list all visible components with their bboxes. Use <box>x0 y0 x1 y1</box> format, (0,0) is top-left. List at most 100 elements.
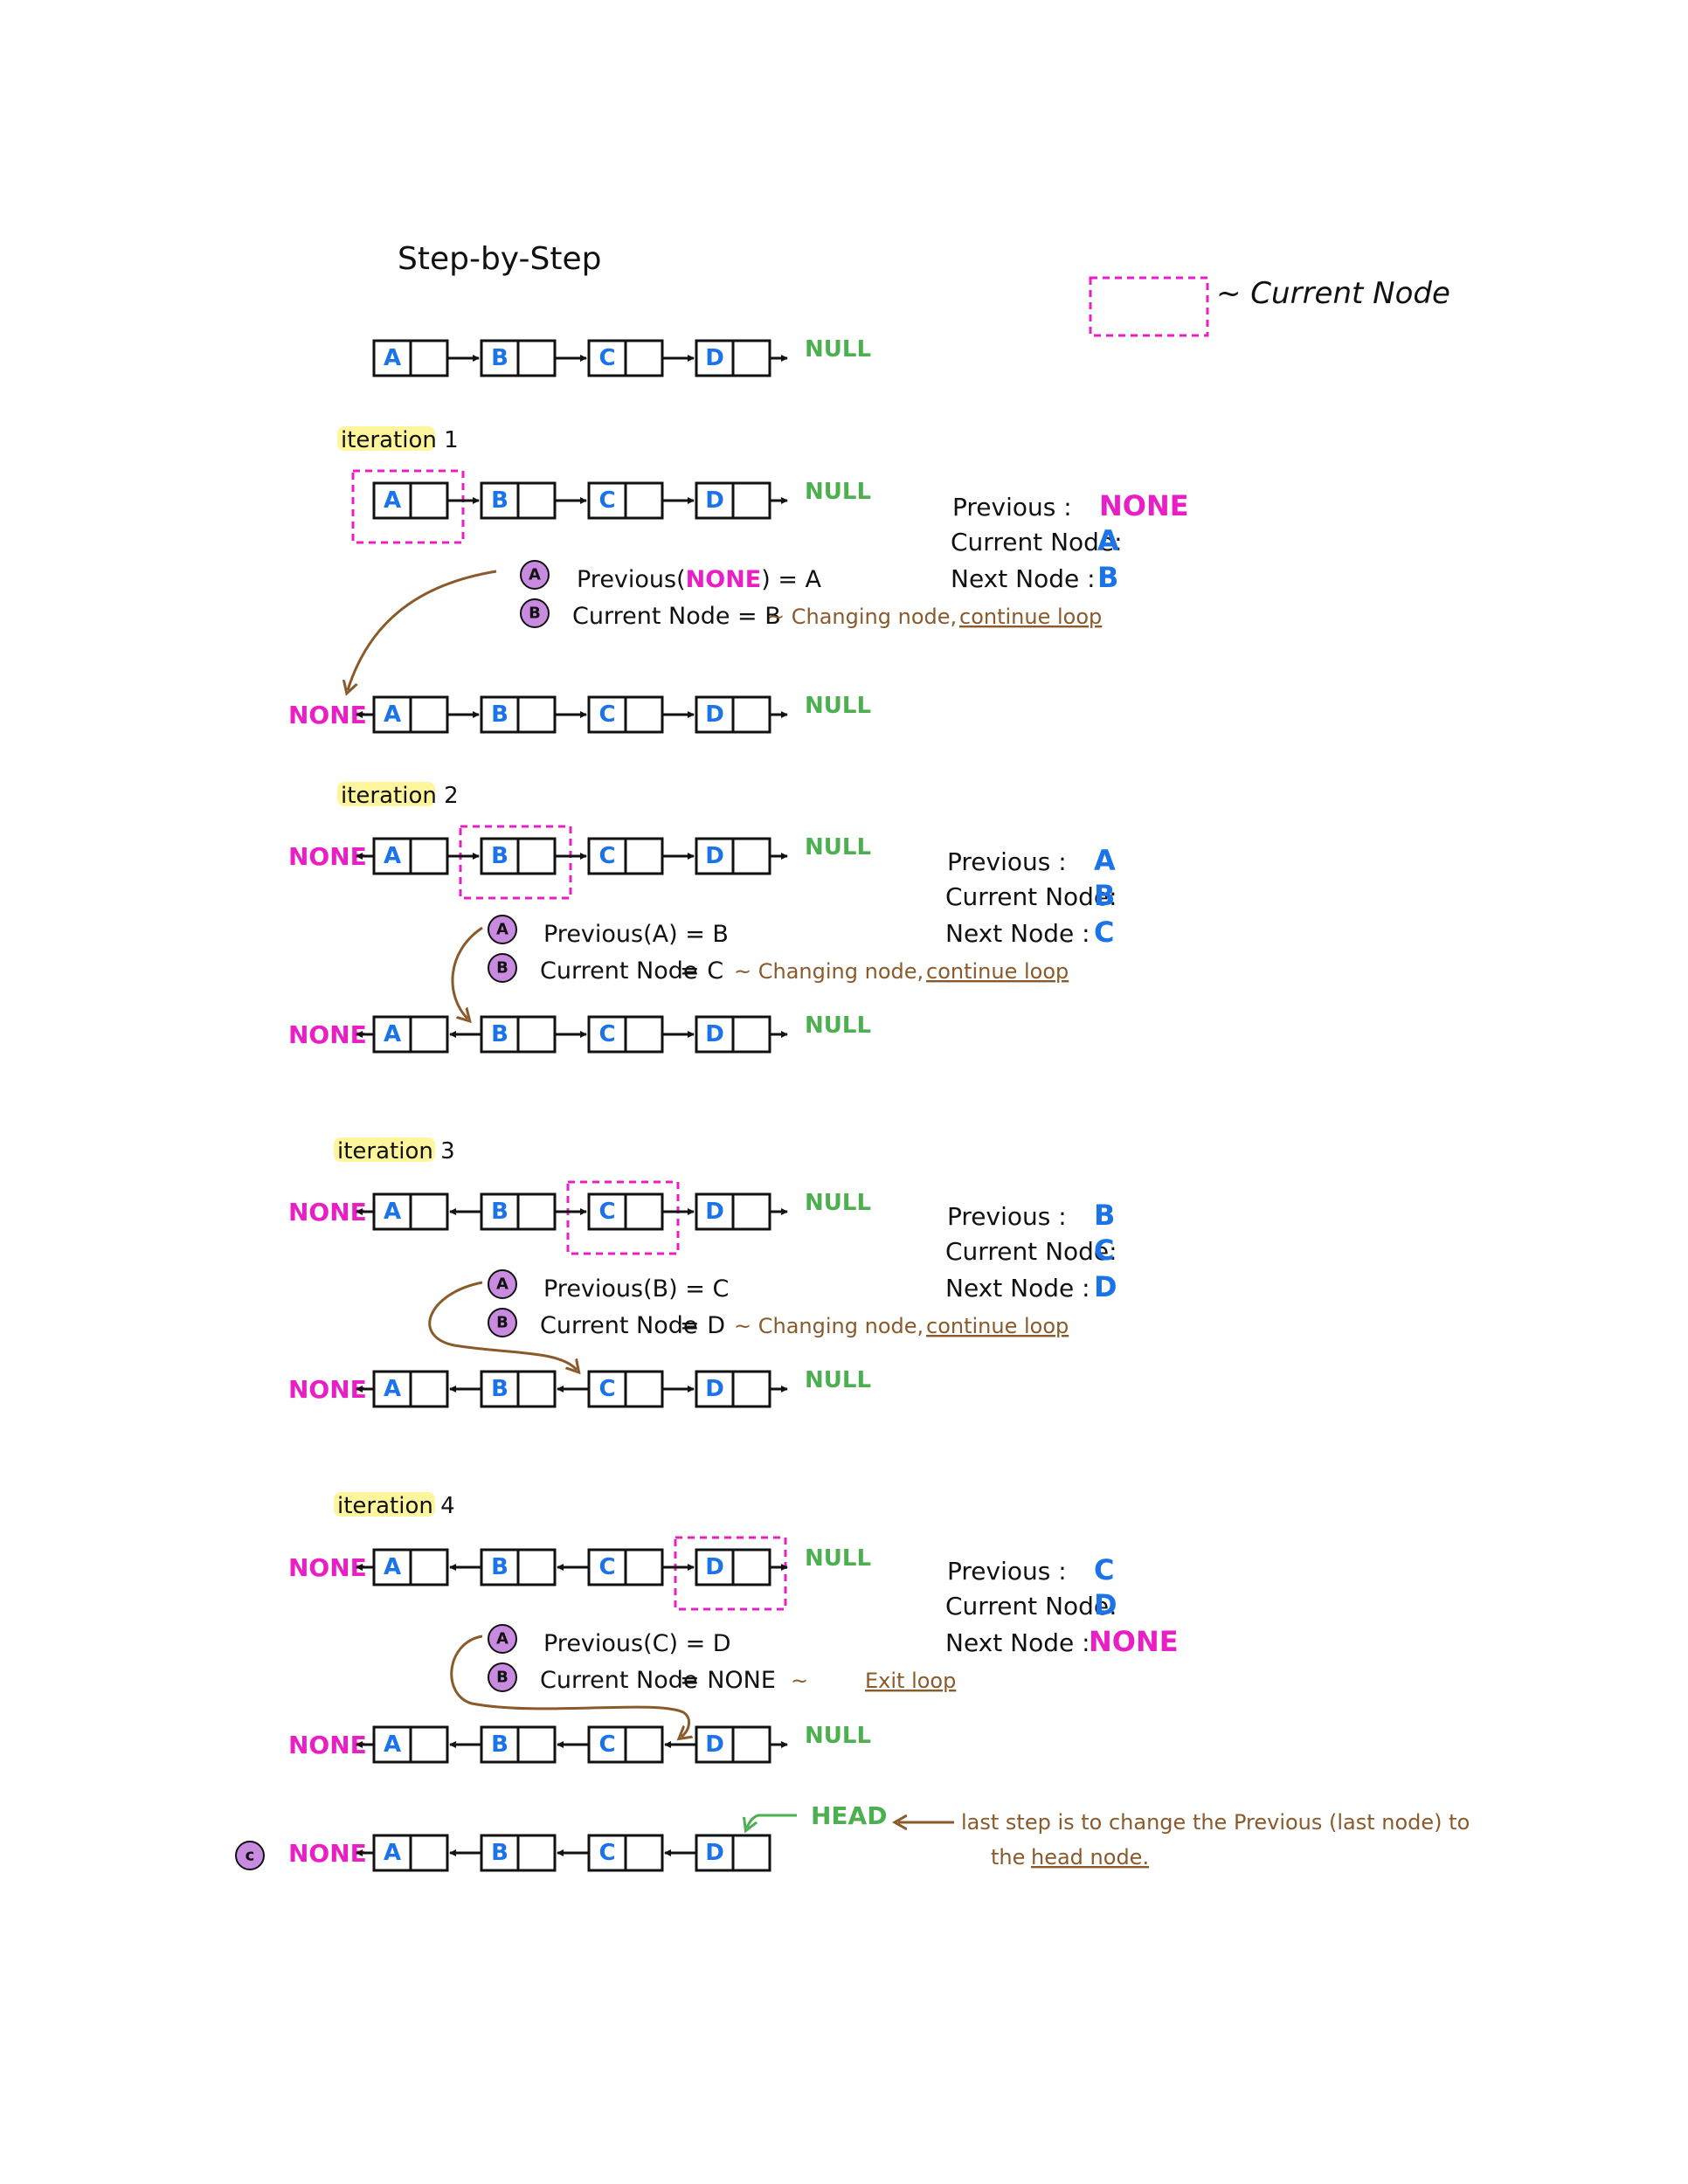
state-current-label: Current Node: <box>945 1592 1117 1621</box>
step-b-label: Current Node <box>540 1667 697 1694</box>
list-node: B <box>480 481 557 520</box>
step-b-badge-letter: B <box>529 605 541 623</box>
note-prefix: ~ Changing node, <box>767 605 957 629</box>
list-node: C <box>587 1834 664 1872</box>
list-node: C <box>587 1370 664 1408</box>
state-current-label: Current Node: <box>951 528 1123 556</box>
step-c-badge-letter: c <box>246 1847 255 1865</box>
node-label: C <box>598 1731 615 1758</box>
node-label: D <box>705 843 724 869</box>
node-label: C <box>598 702 615 728</box>
step-b-badge-letter: B <box>496 1314 508 1332</box>
node-label: A <box>384 1731 401 1758</box>
state-next-value: C <box>1094 916 1114 949</box>
none-label: NONE <box>288 1375 367 1404</box>
list-node: A <box>372 481 449 520</box>
node-label: B <box>491 1199 508 1225</box>
state-previous-label: Previous : <box>947 847 1067 876</box>
node-label: A <box>384 487 401 514</box>
list-node: D <box>695 1548 771 1586</box>
step-b-label: Current Node <box>540 957 697 985</box>
node-label: B <box>491 1376 508 1402</box>
state-next-label: Next Node : <box>945 1274 1090 1303</box>
list-node: A <box>372 695 449 734</box>
node-label: D <box>705 1376 724 1402</box>
list-node: C <box>587 1548 664 1586</box>
node-label: A <box>384 1376 401 1402</box>
node-label: B <box>491 1731 508 1758</box>
head-label: HEAD <box>811 1801 887 1830</box>
list-node: D <box>695 1725 771 1764</box>
list-node: B <box>480 1834 557 1872</box>
list-node: D <box>695 695 771 734</box>
state-previous-label: Previous : <box>952 493 1072 522</box>
node-label: C <box>598 1554 615 1580</box>
step-b-badge <box>488 953 517 983</box>
node-label: C <box>598 1199 615 1225</box>
null-label: NULL <box>805 693 871 719</box>
node-label: D <box>705 1199 724 1225</box>
step-a-badge <box>488 1624 517 1654</box>
list-node: C <box>587 837 664 875</box>
state-previous-value: B <box>1094 1199 1115 1232</box>
node-label: D <box>705 345 724 371</box>
step-a-badge-letter: A <box>529 566 541 584</box>
step-b-badge <box>488 1308 517 1337</box>
note-prefix: ~ Changing node, <box>734 1314 924 1338</box>
node-label: D <box>705 702 724 728</box>
list-node: D <box>695 837 771 875</box>
node-label: A <box>384 702 401 728</box>
none-label: NONE <box>288 842 367 871</box>
state-current-label: Current Node: <box>945 1237 1117 1266</box>
note-prefix: ~ <box>791 1669 808 1693</box>
state-current-value: D <box>1094 1588 1117 1621</box>
note-prefix: ~ Changing node, <box>734 959 924 984</box>
iteration-highlight <box>337 782 435 806</box>
none-label: NONE <box>288 1731 367 1759</box>
final-note-line2-prefix: the <box>991 1845 1025 1870</box>
node-label: A <box>384 1199 401 1225</box>
state-next-value: B <box>1097 561 1118 594</box>
null-label: NULL <box>805 1013 871 1039</box>
iteration-1: iteration 1 A Previous(NONE) = A B Curre… <box>337 426 1189 690</box>
node-label: C <box>598 1376 615 1402</box>
state-next-value: D <box>1094 1270 1117 1303</box>
null-label: NULL <box>805 834 871 860</box>
step-b-badge-letter: B <box>496 959 508 978</box>
step-a-text: Previous(C) = D <box>543 1630 731 1657</box>
list-node: C <box>587 339 664 377</box>
node-label: B <box>491 345 508 371</box>
node-label: A <box>384 843 401 869</box>
legend-current-node-box <box>1089 276 1209 337</box>
list-node: C <box>587 1015 664 1054</box>
node-label: D <box>705 1731 724 1758</box>
state-previous-label: Previous : <box>947 1557 1067 1586</box>
list-node: B <box>480 1015 557 1054</box>
step-a-badge <box>488 915 517 944</box>
node-label: B <box>491 1840 508 1866</box>
state-previous-value: C <box>1094 1553 1114 1586</box>
list-node: B <box>480 339 557 377</box>
note-link: continue loop <box>959 605 1102 629</box>
list-node: C <box>587 1192 664 1231</box>
step-a-badge-letter: A <box>496 1275 508 1294</box>
list-node: D <box>695 481 771 520</box>
list-node: A <box>372 1548 449 1586</box>
step-c-badge <box>235 1841 265 1870</box>
step-a-badge-letter: A <box>496 1630 508 1648</box>
node-label: A <box>384 1021 401 1047</box>
list-node: B <box>480 837 557 875</box>
node-label: D <box>705 1840 724 1866</box>
iteration-4: iteration 4 A Previous(C) = D B Current … <box>334 1492 1179 1737</box>
iteration-3: iteration 3 A Previous(B) = C B Current … <box>334 1137 1117 1370</box>
note-link: Exit loop <box>865 1669 956 1693</box>
node-label: C <box>598 487 615 514</box>
current-node-box <box>566 1180 680 1255</box>
list-node: C <box>587 695 664 734</box>
node-label: D <box>705 1554 724 1580</box>
none-label: NONE <box>288 1553 367 1582</box>
list-node: A <box>372 1834 449 1872</box>
node-label: B <box>491 702 508 728</box>
